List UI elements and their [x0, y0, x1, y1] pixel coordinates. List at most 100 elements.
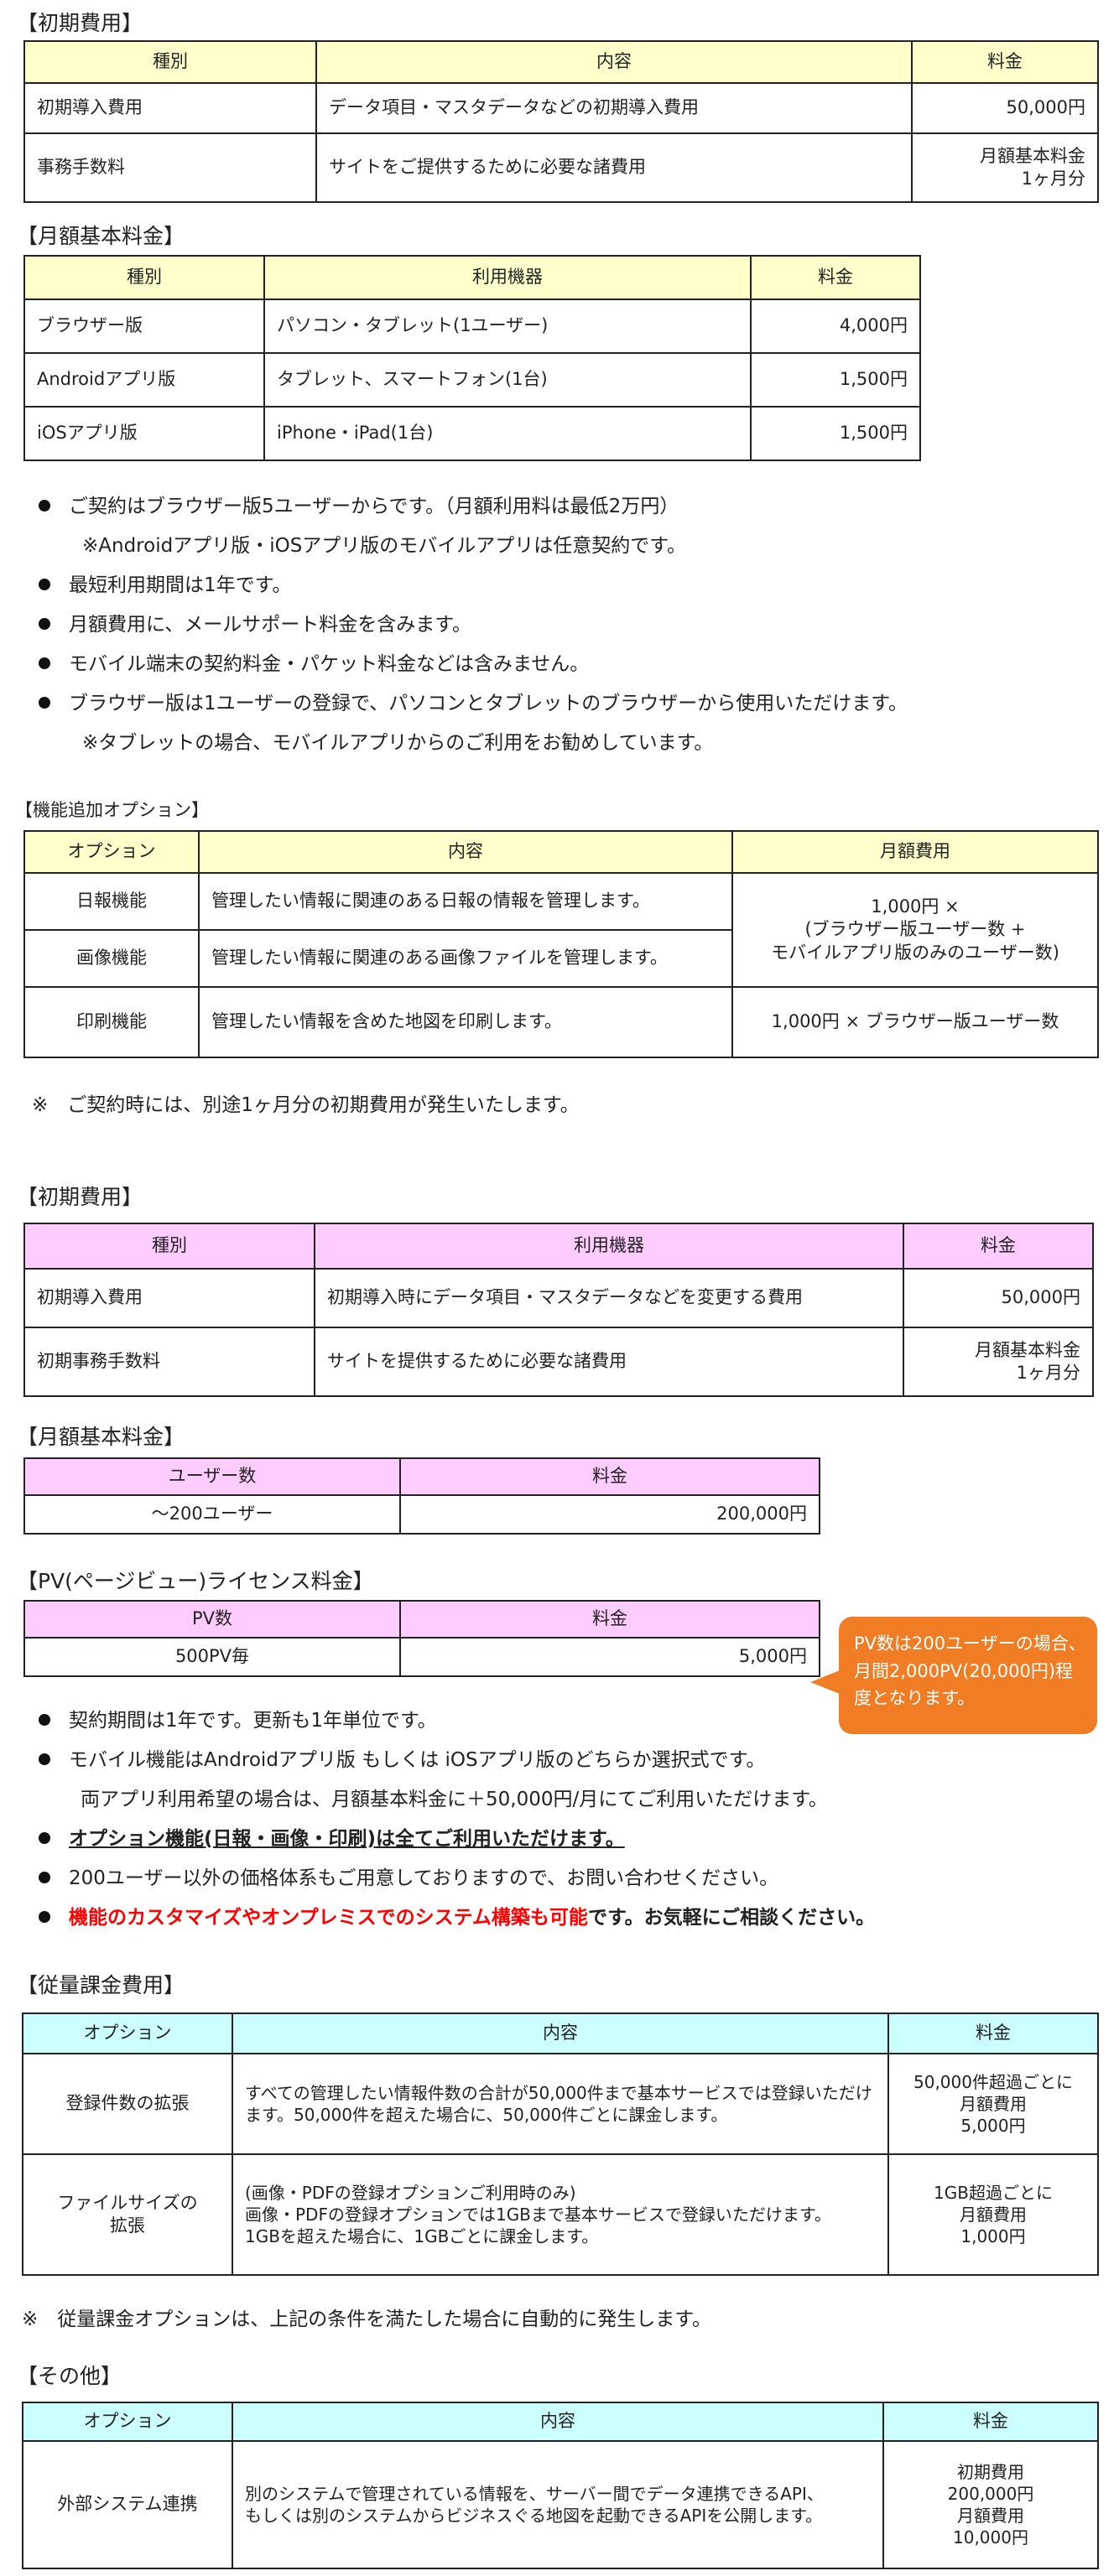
table-cell: 4,000円 — [750, 299, 921, 354]
table-cell: 事務手数料 — [23, 132, 317, 203]
table-cell: 管理したい情報に関連のある日報の情報を管理します。 — [198, 872, 733, 931]
table-cell: 1,000円 × (ブラウザー版ユーザー数 + モバイルアプリ版のみのユーザー数… — [731, 872, 1099, 988]
table-cell: 初期事務手数料 — [23, 1327, 315, 1397]
section-title-monthly-fee-2: 【月額基本料金】 — [17, 1425, 185, 1449]
table-cell: 月額基本料金 1ヶ月分 — [903, 1327, 1094, 1397]
list-item: モバイル機能はAndroidアプリ版 もしくは iOSアプリ版のどちらか選択式で… — [39, 1743, 765, 1772]
other-fee-table: オプション内容料金 外部システム連携別のシステムで管理されている情報を、サーバー… — [22, 2402, 1099, 2569]
table-cell: 日報機能 — [23, 872, 200, 931]
note-text: 200ユーザー以外の価格体系もご用意しておりますので、お問い合わせください。 — [69, 1867, 779, 1889]
table-cell: 登録件数の拡張 — [22, 2053, 233, 2155]
table-header: 内容 — [198, 830, 733, 874]
list-item: 最短利用期間は1年です。 — [39, 569, 291, 597]
table-cell: 印刷機能 — [23, 986, 200, 1058]
note-subtext: ※Androidアプリ版・iOSアプリ版のモバイルアプリは任意契約です。 — [82, 535, 686, 557]
pv-callout: PV数は200ユーザーの場合、月間2,000PV(20,000円)程度となります… — [839, 1617, 1097, 1734]
bullet-icon — [39, 1753, 50, 1765]
section-title-usage-fee: 【従量課金費用】 — [17, 1973, 185, 1997]
table-header: 料金 — [399, 1600, 820, 1639]
table-cell: (画像・PDFの登録オプションご利用時のみ) 画像・PDFの登録オプションでは1… — [232, 2153, 889, 2276]
table-cell: 50,000件超過ごとに 月額費用 5,000円 — [887, 2053, 1099, 2155]
table-cell: 50,000円 — [903, 1268, 1094, 1328]
table-cell: パソコン・タブレット(1ユーザー) — [263, 299, 752, 354]
table-header: 料金 — [911, 40, 1099, 84]
table-cell: 50,000円 — [911, 82, 1099, 134]
table-header: オプション — [22, 2012, 233, 2054]
table-cell: 500PV毎 — [23, 1637, 401, 1677]
table-cell: iOSアプリ版 — [23, 406, 265, 461]
table-cell: 5,000円 — [399, 1637, 820, 1677]
table-cell: 月額基本料金 1ヶ月分 — [911, 132, 1099, 203]
bullet-icon — [39, 1831, 50, 1844]
table-header: 月額費用 — [731, 830, 1099, 874]
usage-fee-table: オプション内容料金 登録件数の拡張すべての管理したい情報件数の合計が50,000… — [22, 2012, 1099, 2276]
table-header: オプション — [23, 830, 200, 874]
table-cell: 初期導入時にデータ項目・マスタデータなどを変更する費用 — [314, 1268, 904, 1328]
table-cell: 初期導入費用 — [23, 1268, 315, 1328]
section-title-other: 【その他】 — [17, 2364, 122, 2388]
note-text: ブラウザー版は1ユーザーの登録で、パソコンとタブレットのブラウザーから使用いただ… — [69, 693, 908, 714]
note-text: 契約期間は1年です。更新も1年単位です。 — [69, 1710, 437, 1732]
list-item: オプション機能(日報・画像・印刷)は全てご利用いただけます。 — [39, 1822, 625, 1851]
section-title-monthly-fee: 【月額基本料金】 — [17, 224, 185, 248]
bullet-icon — [39, 696, 50, 709]
initial-fee-table-2: 種別利用機器料金 初期導入費用初期導入時にデータ項目・マスタデータなどを変更する… — [23, 1223, 1094, 1397]
table-cell: サイトをご提供するために必要な諸費用 — [315, 132, 913, 203]
table-header: 料金 — [887, 2012, 1099, 2054]
note-text: 月額費用に、メールサポート料金を含みます。 — [69, 614, 472, 636]
table-cell: 200,000円 — [399, 1494, 820, 1535]
table-cell: iPhone・iPad(1台) — [263, 406, 752, 461]
bullet-icon — [39, 1910, 50, 1923]
note-subtext: 両アプリ利用希望の場合は、月額基本料金に＋50,000円/月にてご利用いただけま… — [81, 1789, 828, 1810]
note-text: です。お気軽にご相談ください。 — [587, 1907, 876, 1929]
table-header: 料金 — [882, 2402, 1099, 2442]
table-header: PV数 — [23, 1600, 401, 1639]
list-item: ブラウザー版は1ユーザーの登録で、パソコンとタブレットのブラウザーから使用いただ… — [39, 687, 908, 715]
bullet-icon — [39, 499, 50, 512]
note-text: 最短利用期間は1年です。 — [69, 574, 292, 596]
bullet-icon — [39, 657, 50, 669]
note-highlight: 機能のカスタマイズやオンプレミスでのシステム構築も可能 — [69, 1907, 588, 1929]
table-cell: 初期導入費用 — [23, 82, 317, 134]
bullet-icon — [39, 578, 50, 590]
table-cell: Androidアプリ版 — [23, 352, 265, 408]
table-header: 種別 — [23, 40, 317, 84]
table-cell: データ項目・マスタデータなどの初期導入費用 — [315, 82, 913, 134]
callout-tail — [810, 1669, 844, 1696]
table-header: 利用機器 — [263, 255, 752, 300]
table-cell: 画像機能 — [23, 929, 200, 988]
feature-options-table: オプション内容月額費用 日報機能管理したい情報に関連のある日報の情報を管理します… — [23, 830, 1099, 1058]
bullet-icon — [39, 617, 50, 630]
table-header: 種別 — [23, 255, 265, 300]
list-item: 月額費用に、メールサポート料金を含みます。 — [39, 608, 471, 636]
bullet-icon — [39, 1871, 50, 1883]
table-cell: タブレット、スマートフォン(1台) — [263, 352, 752, 408]
table-header: 料金 — [399, 1457, 820, 1496]
list-item: 機能のカスタマイズやオンプレミスでのシステム構築も可能です。お気軽にご相談くださ… — [39, 1901, 875, 1929]
note-text: ※ 従量課金オプションは、上記の条件を満たした場合に自動的に発生します。 — [22, 2309, 711, 2330]
table-header: 内容 — [232, 2402, 884, 2442]
table-cell: ～200ユーザー — [23, 1494, 401, 1535]
table-header: ユーザー数 — [23, 1457, 401, 1496]
table-header: 利用機器 — [314, 1223, 904, 1270]
table-header: 料金 — [903, 1223, 1094, 1270]
table-header: 料金 — [750, 255, 921, 300]
note-text: モバイル機能はAndroidアプリ版 もしくは iOSアプリ版のどちらか選択式で… — [69, 1749, 766, 1771]
table-cell: 1,000円 × ブラウザー版ユーザー数 — [731, 986, 1099, 1058]
table-cell: 1,500円 — [750, 406, 921, 461]
table-cell: 1GB超過ごとに 月額費用 1,000円 — [887, 2153, 1099, 2276]
note-subtext: ※タブレットの場合、モバイルアプリからのご利用をお勧めしています。 — [82, 732, 714, 754]
note-text: ご契約はブラウザー版5ユーザーからです。（月額利用料は最低2万円） — [69, 496, 679, 517]
table-header: 内容 — [232, 2012, 889, 2054]
section-title-initial-fee: 【初期費用】 — [17, 11, 143, 35]
table-cell: ブラウザー版 — [23, 299, 265, 354]
section-title-feature-options: 【機能追加オプション】 — [15, 800, 209, 820]
table-header: オプション — [22, 2402, 233, 2442]
list-item: モバイル端末の契約料金・パケット料金などは含みません。 — [39, 647, 589, 676]
note-text: オプション機能(日報・画像・印刷)は全てご利用いただけます。 — [69, 1828, 625, 1850]
table-header: 内容 — [315, 40, 913, 84]
table-cell: 1,500円 — [750, 352, 921, 408]
list-item: 契約期間は1年です。更新も1年単位です。 — [39, 1704, 437, 1732]
